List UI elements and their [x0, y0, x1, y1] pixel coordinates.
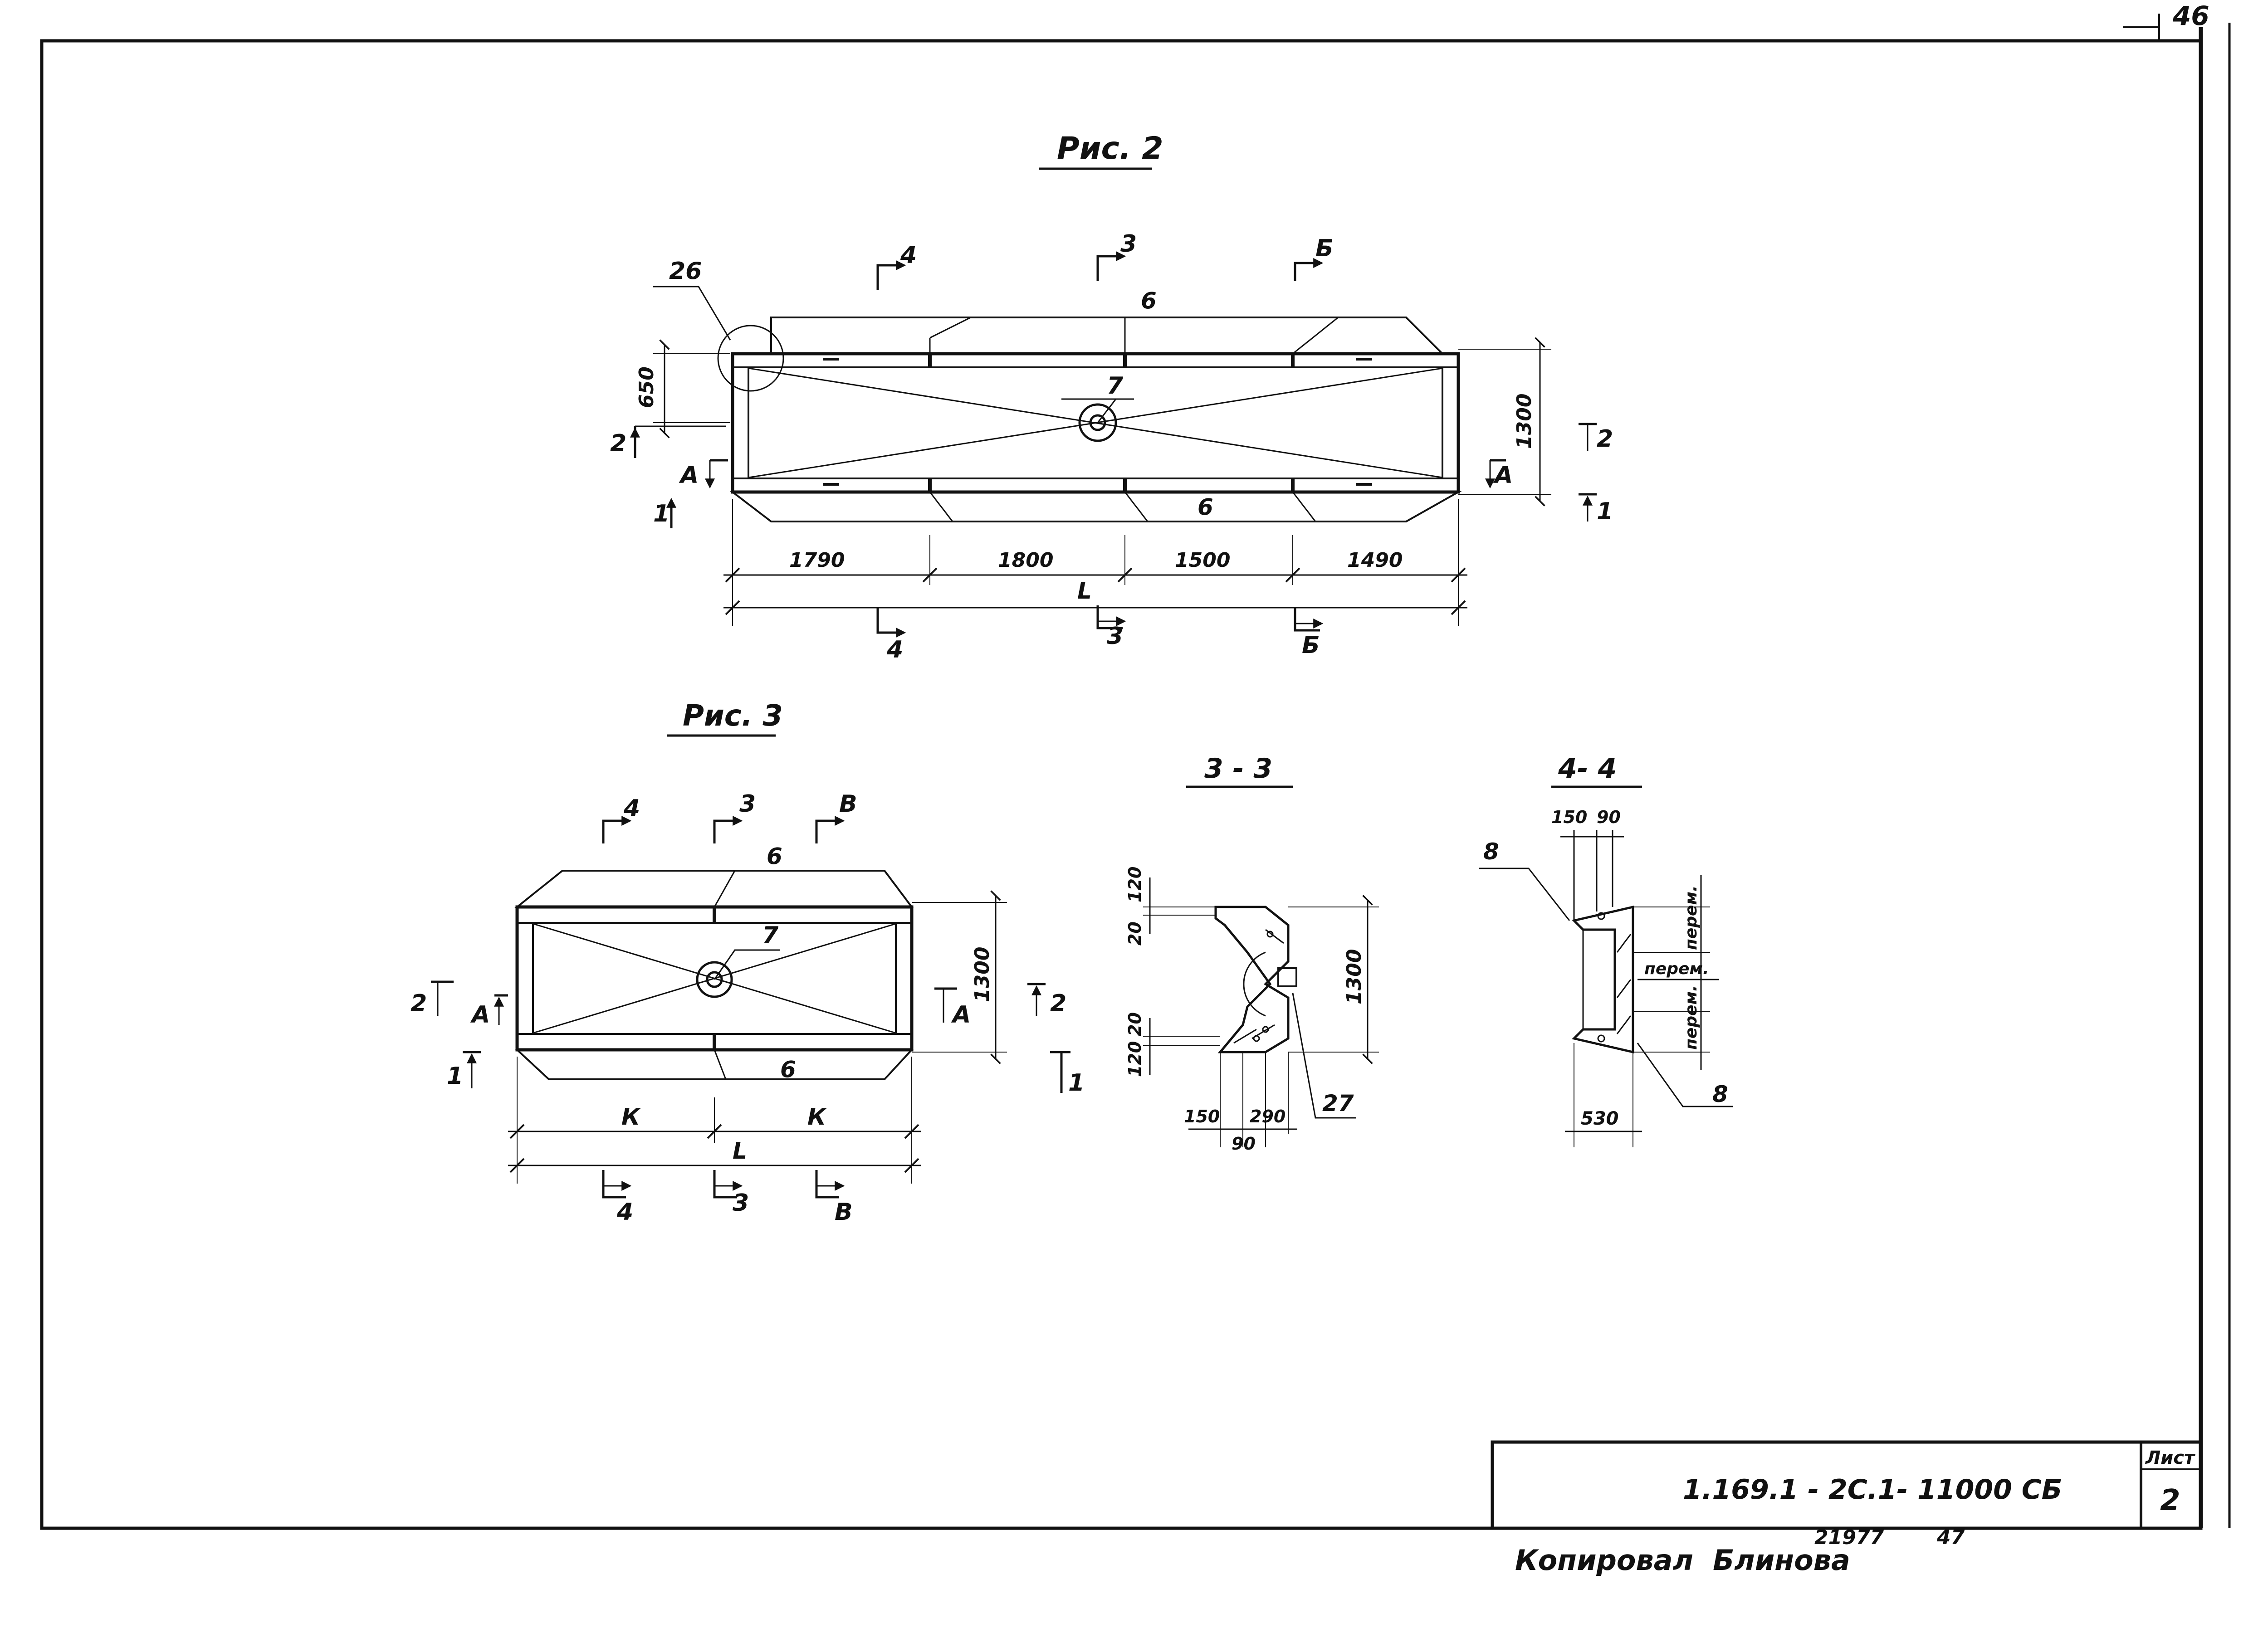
svg-text:4: 4 — [886, 636, 903, 663]
inventory-number: 21977 — [1814, 1526, 1884, 1549]
svg-text:1490: 1490 — [1347, 549, 1403, 572]
svg-text:2: 2 — [610, 430, 626, 457]
fig2-left-marks: 2 А 1 — [610, 425, 728, 528]
svg-text:20: 20 — [1125, 1012, 1145, 1036]
svg-text:90: 90 — [1232, 1134, 1256, 1154]
svg-text:120: 120 — [1125, 867, 1145, 902]
fig3-callout-7: 7 — [762, 922, 779, 949]
svg-text:3: 3 — [1107, 623, 1123, 650]
svg-text:150: 150 — [1184, 1106, 1220, 1126]
svg-text:1: 1 — [653, 500, 670, 527]
fig2-dims-bottom: 1790 1800 1500 1490 L — [723, 499, 1467, 626]
section44-title: 4- 4 — [1558, 753, 1617, 785]
figure-2: Рис. 2 — [610, 131, 1613, 663]
svg-text:К: К — [807, 1104, 827, 1130]
fig2-slab-bottom — [730, 491, 1462, 522]
fig2-title: Рис. 2 — [1057, 131, 1163, 166]
svg-text:перем.: перем. — [1644, 960, 1709, 978]
svg-text:2: 2 — [411, 990, 427, 1017]
svg-text:L: L — [733, 1138, 747, 1164]
figure-3: Рис. 3 6 6 7 4 3 — [411, 699, 1085, 1226]
svg-text:А: А — [951, 1001, 971, 1028]
svg-text:1790: 1790 — [789, 549, 845, 572]
svg-text:20: 20 — [1125, 921, 1145, 946]
svg-text:L: L — [1077, 578, 1092, 604]
svg-text:В: В — [835, 1199, 853, 1226]
svg-text:290: 290 — [1250, 1106, 1286, 1126]
svg-text:120: 120 — [1125, 1041, 1145, 1077]
svg-text:1300: 1300 — [1343, 949, 1366, 1004]
fig2-dim-1300: 1300 — [1458, 337, 1551, 507]
fig3-dim-1300: 1300 — [912, 890, 1007, 1064]
fig2-callout-26: 26 — [669, 258, 702, 285]
fig3-slab-top — [514, 870, 914, 908]
svg-text:А: А — [1493, 462, 1513, 489]
svg-text:перем.: перем. — [1682, 985, 1701, 1050]
fig2-section-marks-top: 4 3 Б — [876, 230, 1334, 290]
section33-title: 3 - 3 — [1204, 753, 1272, 785]
fig3-right-marks: А 2 1 — [934, 983, 1085, 1097]
svg-text:перем.: перем. — [1682, 885, 1701, 950]
svg-text:Б: Б — [1315, 235, 1334, 262]
fig2-section-marks-bottom: 4 3 Б — [876, 605, 1324, 663]
svg-text:4: 4 — [623, 795, 640, 822]
svg-text:А: А — [679, 462, 699, 489]
fig3-left-marks: 2 А 1 — [411, 980, 508, 1090]
svg-text:3: 3 — [1120, 230, 1137, 258]
sheet-label: Лист — [2145, 1448, 2196, 1468]
svg-text:150: 150 — [1551, 807, 1587, 827]
sheet-frame — [40, 14, 2231, 1530]
fig3-slab-bottom — [514, 1049, 914, 1080]
section44-callout-8-bottom: 8 — [1712, 1081, 1728, 1107]
fig2-panel — [731, 352, 1460, 494]
svg-text:К: К — [621, 1104, 641, 1130]
page-number: 46 — [2172, 0, 2209, 31]
fig3-title: Рис. 3 — [683, 699, 783, 733]
section-3-3: 3 - 3 120 20 20 120 1300 150 290 9 — [1125, 753, 1379, 1154]
svg-text:В: В — [839, 790, 857, 818]
svg-text:90: 90 — [1597, 807, 1621, 827]
svg-text:1: 1 — [447, 1063, 463, 1090]
section-4-4: 4- 4 150 90 8 перем. перем. перем. 8 — [1479, 753, 1733, 1147]
svg-text:А: А — [470, 1001, 490, 1028]
fig3-section-marks-top: 4 3 В — [602, 790, 857, 843]
fig2-dim-650: 650 — [635, 339, 730, 439]
fig3-slab-top-label: 6 — [767, 843, 782, 869]
svg-text:1300: 1300 — [1513, 394, 1536, 449]
svg-text:Б: Б — [1302, 632, 1320, 659]
svg-text:4: 4 — [616, 1199, 633, 1226]
fig3-dims-bottom: К К L — [508, 1057, 921, 1184]
document-code: 1.169.1 - 2С.1- 11000 СБ — [1683, 1474, 2063, 1506]
svg-text:1: 1 — [1068, 1069, 1085, 1097]
svg-text:2: 2 — [1597, 425, 1613, 453]
svg-text:1300: 1300 — [971, 947, 994, 1002]
fig3-slab-bottom-label: 6 — [780, 1056, 796, 1082]
title-block — [1491, 1440, 2203, 1530]
svg-text:4: 4 — [900, 242, 917, 269]
fig2-callout-7: 7 — [1107, 372, 1124, 400]
section44-callout-8-top: 8 — [1483, 838, 1499, 865]
svg-text:1: 1 — [1597, 498, 1613, 525]
fig2-slab-top — [770, 317, 1445, 355]
fig3-section-marks-bottom: 4 3 В — [602, 1170, 853, 1226]
svg-text:530: 530 — [1581, 1108, 1619, 1129]
svg-text:2: 2 — [1050, 990, 1066, 1017]
fig2-right-marks: А 2 1 — [1485, 423, 1613, 525]
sheet-number: 2 — [2160, 1484, 2180, 1517]
svg-text:3: 3 — [739, 790, 756, 818]
fig2-slab-top-label: 6 — [1141, 288, 1157, 314]
copied-by: Копировал Блинова — [1515, 1544, 1850, 1577]
svg-text:1500: 1500 — [1175, 549, 1230, 572]
fig2-slab-bottom-label: 6 — [1198, 494, 1213, 520]
format-number: 47 — [1936, 1526, 1965, 1549]
section33-callout-27: 27 — [1322, 1090, 1354, 1116]
svg-text:3: 3 — [733, 1189, 749, 1217]
svg-text:1800: 1800 — [998, 549, 1053, 572]
svg-text:650: 650 — [635, 366, 658, 408]
